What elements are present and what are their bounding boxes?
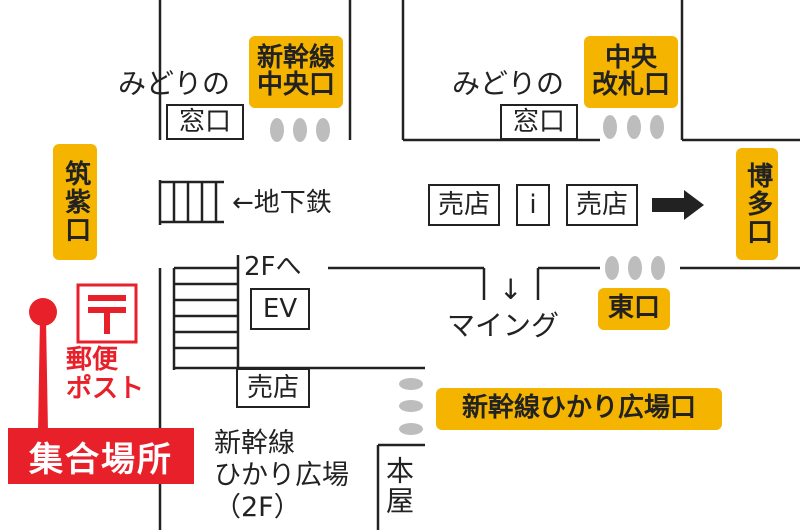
label-to-2f: 2Fへ xyxy=(244,252,302,282)
gate-dot xyxy=(650,115,664,139)
post-mark-icon xyxy=(88,295,126,334)
label-maing: マイング xyxy=(447,309,560,342)
label-midori-left: みどりの xyxy=(118,67,231,100)
label-madoguchi-left: 窓口 xyxy=(166,104,244,140)
meeting-point-sign: 集合場所 xyxy=(8,428,194,484)
arrow-right-icon xyxy=(652,190,704,220)
exit-higashi[interactable]: 東口 xyxy=(598,288,670,330)
gate-dot xyxy=(399,378,423,390)
gate-dot xyxy=(651,256,665,280)
label-post: 郵便 ポスト xyxy=(66,345,145,404)
exit-chikushi[interactable]: 筑紫口 xyxy=(53,144,97,260)
label-bookstore: 本屋 xyxy=(382,456,415,516)
label-hikari-hiroba: 新幹線 ひかり広場 （2F） xyxy=(214,428,349,523)
label-madoguchi-right: 窓口 xyxy=(500,104,578,140)
gate-dot xyxy=(399,423,423,435)
gate-dot xyxy=(293,118,307,142)
gate-dot xyxy=(605,256,619,280)
exit-hakata[interactable]: 博多口 xyxy=(736,148,778,260)
label-subway: ←地下鉄 xyxy=(232,188,332,218)
exit-chuo-kaisatsu[interactable]: 中央 改札口 xyxy=(584,36,678,108)
pin-stem xyxy=(38,318,48,432)
exit-shinkansen-hikari[interactable]: 新幹線ひかり広場口 xyxy=(436,388,722,430)
gate-dot xyxy=(270,118,284,142)
shop-1: 売店 xyxy=(428,184,500,226)
arrow-down-icon: ↓ xyxy=(499,273,523,306)
location-pin-icon xyxy=(29,298,57,326)
info-icon: i xyxy=(516,184,550,226)
shop-3: 売店 xyxy=(236,368,310,408)
gate-dot xyxy=(628,256,642,280)
label-midori-right: みどりの xyxy=(452,67,565,100)
elevator: EV xyxy=(250,288,310,330)
gate-dot xyxy=(603,115,617,139)
gate-dot xyxy=(316,118,330,142)
shop-2: 売店 xyxy=(566,184,638,226)
exit-shinkansen-chuo[interactable]: 新幹線 中央口 xyxy=(249,36,343,108)
gate-dot xyxy=(627,115,641,139)
gate-dot xyxy=(399,400,423,412)
